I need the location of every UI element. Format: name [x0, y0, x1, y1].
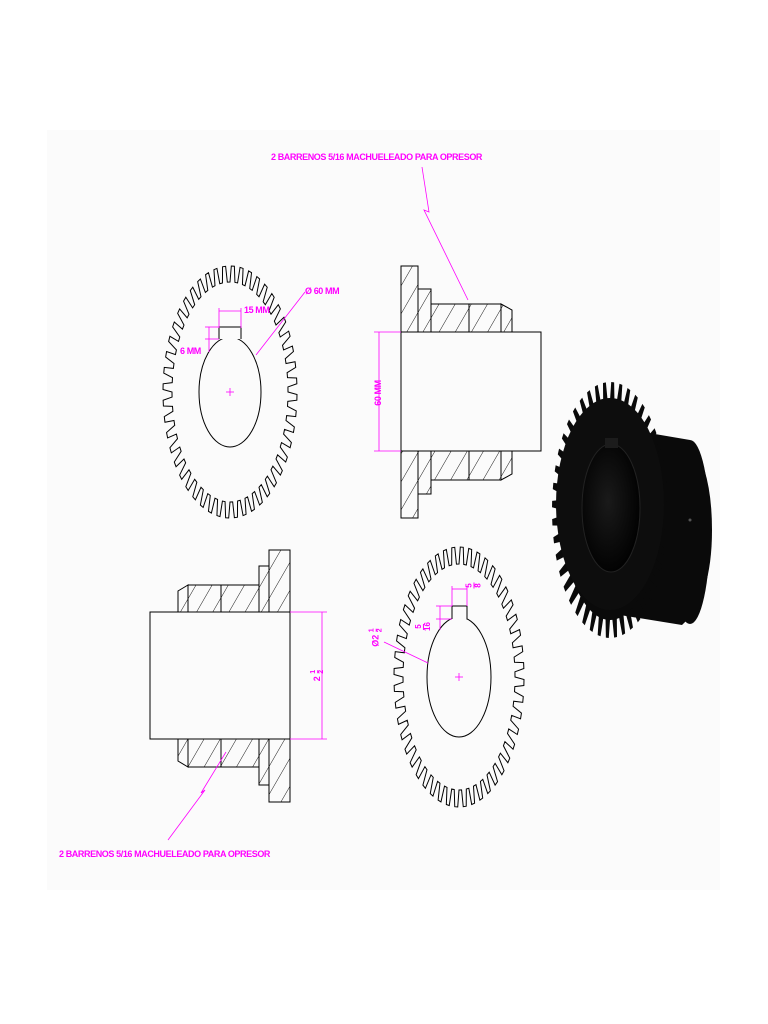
section-view-bottom [149, 549, 327, 841]
bottom-note: 2 BARRENOS 5/16 MACHUELEADO PARA OPRESOR [59, 849, 271, 859]
part-render [552, 382, 712, 638]
length-bottom: 2 1 2 [310, 669, 326, 682]
key-depth-top: 6 MM [180, 346, 201, 356]
top-note: 2 BARRENOS 5/16 MACHUELEADO PARA OPRESOR [271, 152, 483, 162]
gear-outline-bottom [393, 546, 525, 808]
front-view-bottom [383, 546, 525, 808]
keyway-bottom [451, 605, 468, 619]
front-view-top [162, 265, 306, 519]
gear-outline-top [162, 265, 298, 519]
bore-length-top: 60 MM [372, 380, 383, 406]
bore-dia-top: Ø 60 MM [305, 286, 340, 296]
section-view-top [374, 166, 542, 519]
key-width-top: 15 MM [244, 305, 270, 315]
keyway-top [218, 326, 242, 339]
bore-dia-bottom: Ø2 1 2 [368, 628, 384, 647]
